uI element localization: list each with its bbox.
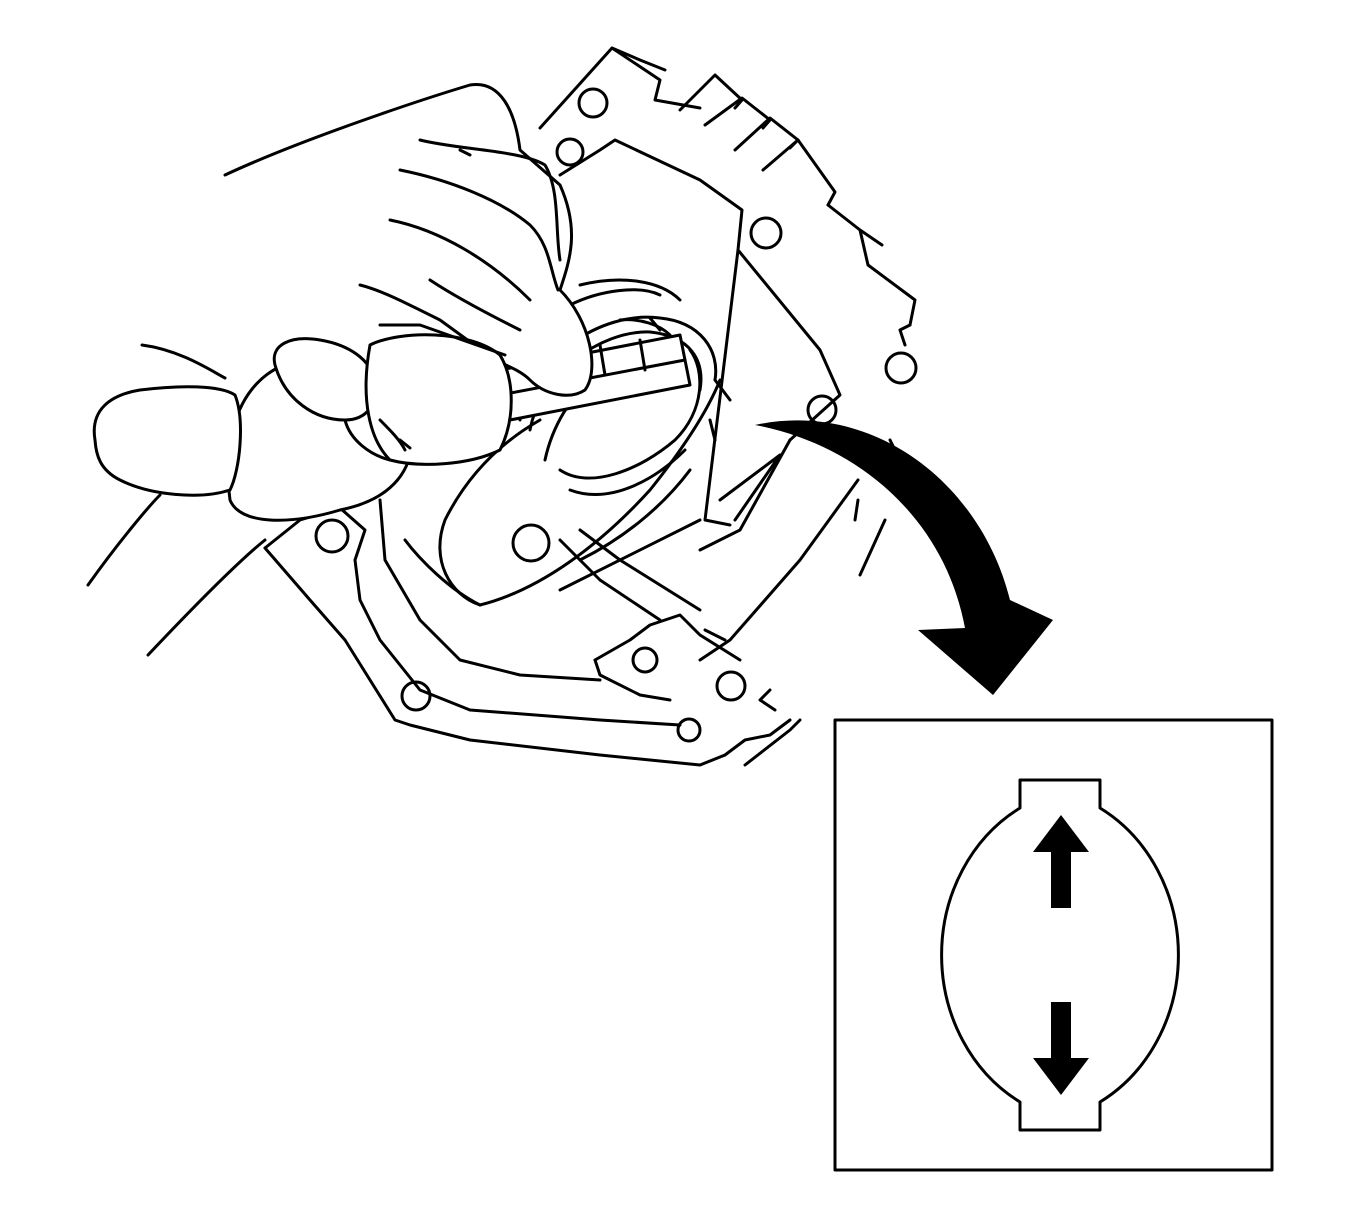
- left-hand: [223, 82, 594, 397]
- down-arrow-icon: [1033, 1002, 1089, 1095]
- curved-arrow-icon: [755, 420, 1053, 695]
- screwdriver: [498, 333, 692, 422]
- right-hand: [86, 323, 513, 657]
- bolt-holes: [314, 87, 918, 743]
- up-arrow-icon: [1033, 815, 1089, 908]
- detail-inset: [833, 718, 1274, 1172]
